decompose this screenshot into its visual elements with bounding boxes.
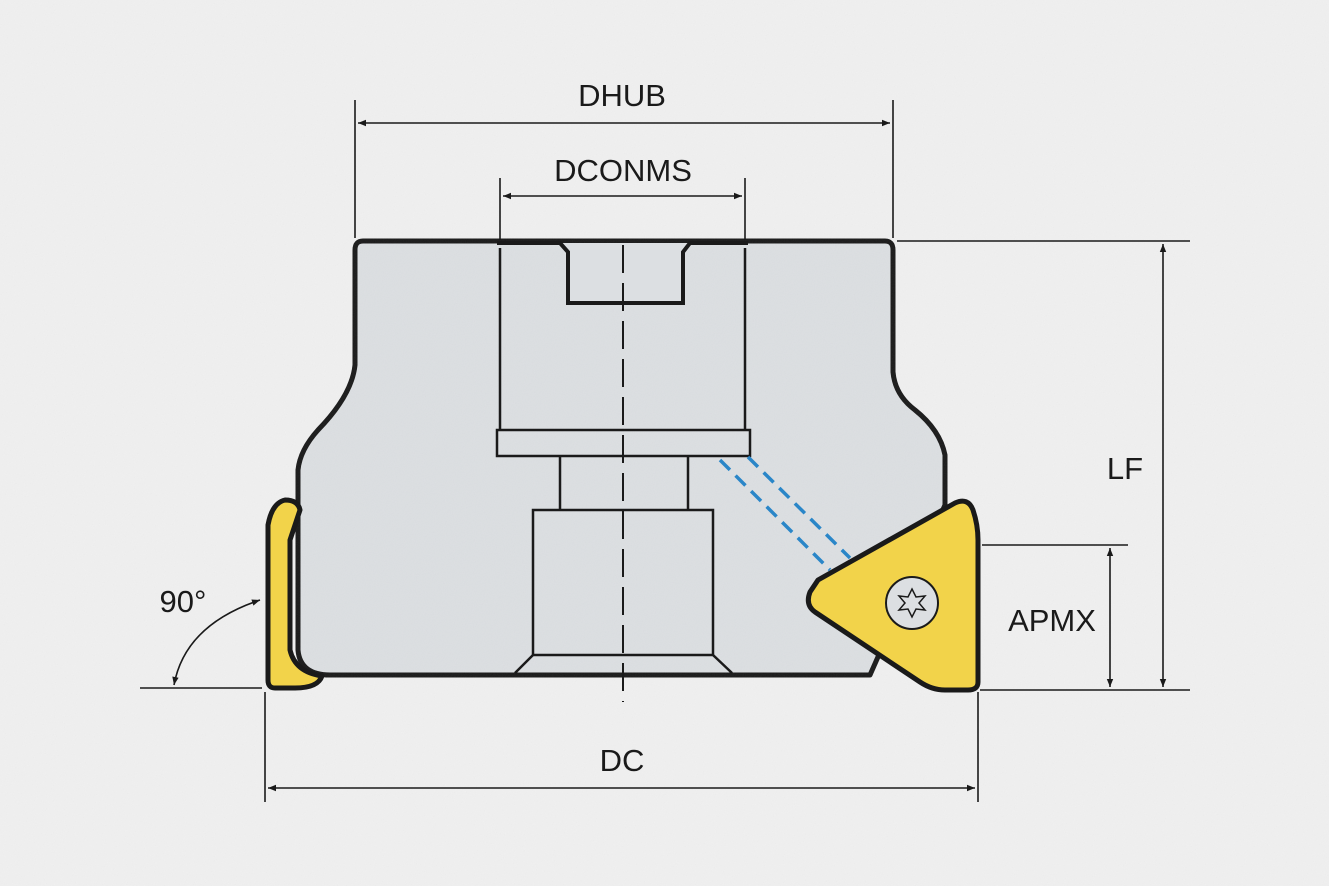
coolant-channel [718, 455, 852, 572]
left-insert [265, 497, 325, 691]
angle-label: 90° [160, 584, 207, 619]
bore-lines [495, 248, 752, 674]
dimension-lines [140, 100, 1190, 802]
apmx-label: APMX [1008, 603, 1096, 638]
dconms-label: DCONMS [554, 153, 692, 188]
insert-screw [885, 576, 939, 630]
lf-label: LF [1107, 451, 1143, 486]
dc-label: DC [600, 743, 645, 778]
torx-icon [897, 587, 927, 619]
dhub-label: DHUB [578, 78, 666, 113]
